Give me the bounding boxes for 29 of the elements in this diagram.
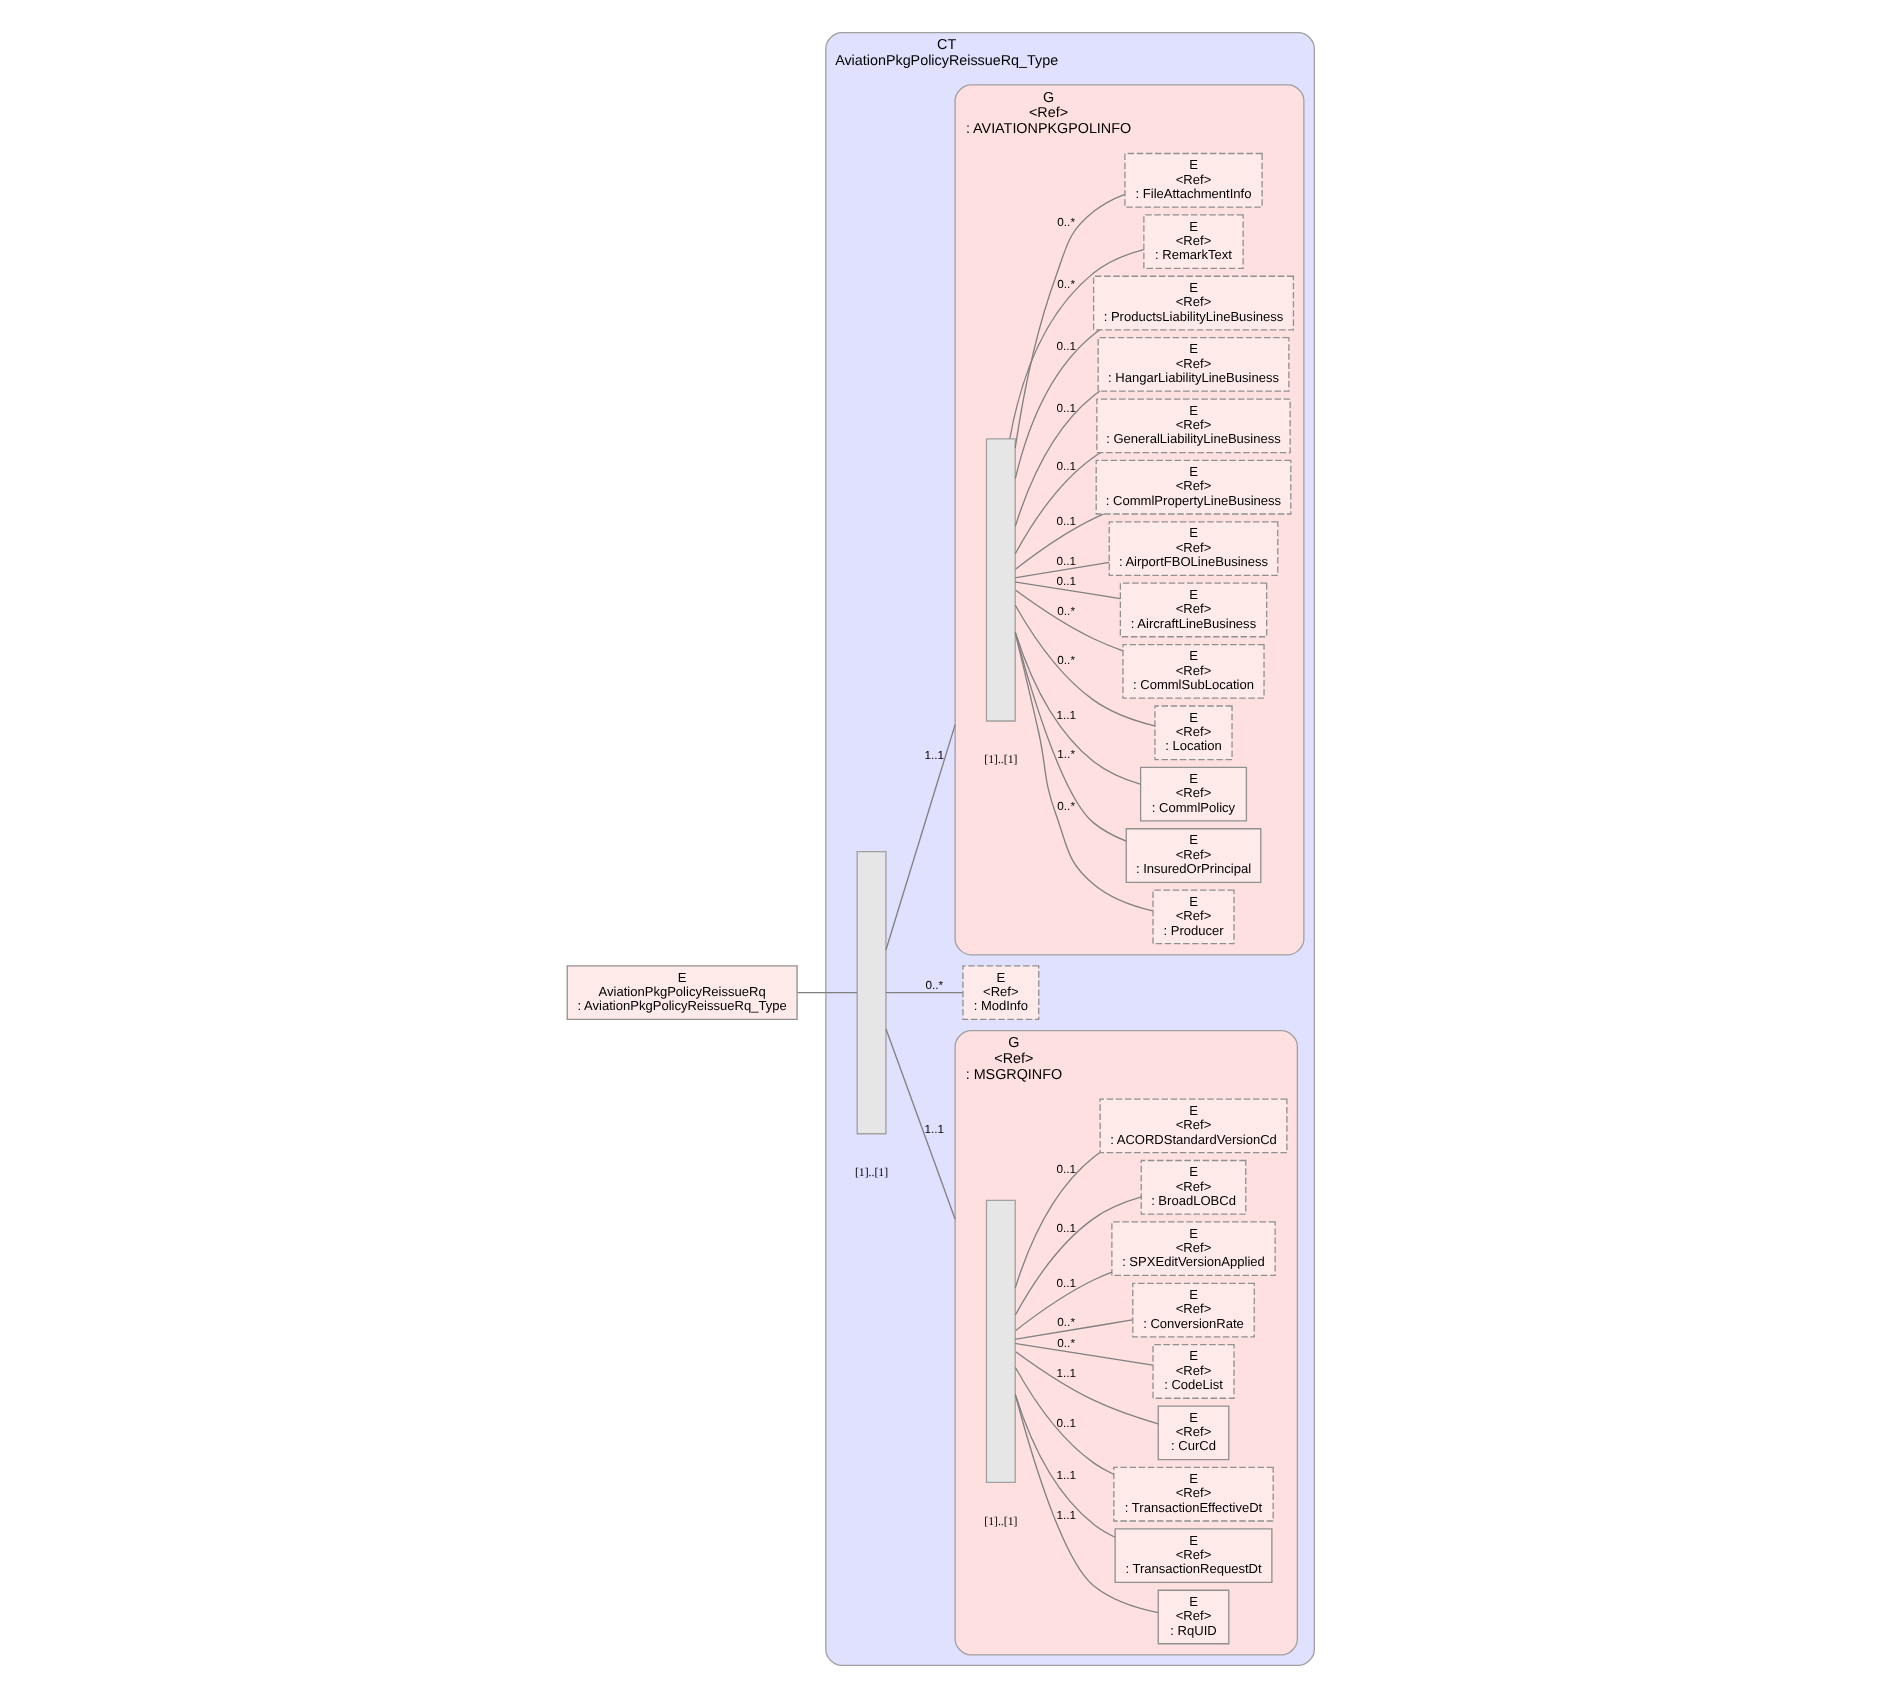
connector <box>1013 329 1100 480</box>
connector <box>1013 632 1126 842</box>
node-bar <box>855 850 886 1135</box>
connector <box>1013 1196 1141 1316</box>
connector <box>1013 604 1155 727</box>
connector <box>795 992 857 994</box>
connector <box>1013 193 1125 449</box>
connector <box>1013 1394 1115 1538</box>
connector <box>1014 513 1104 570</box>
connector <box>1013 452 1101 555</box>
connector <box>1013 632 1153 912</box>
connector <box>1013 1366 1114 1475</box>
connector <box>1008 248 1144 440</box>
connector <box>1013 1393 1158 1614</box>
connector <box>1013 631 1140 785</box>
connector <box>1013 1319 1132 1340</box>
connector <box>1014 1351 1158 1425</box>
connector <box>1013 1152 1100 1289</box>
connector <box>884 723 955 951</box>
connector <box>1013 1342 1153 1366</box>
connector <box>1014 589 1123 652</box>
connector <box>884 1028 955 1220</box>
connector <box>1014 1271 1112 1332</box>
connector <box>1013 390 1100 528</box>
node-bar <box>984 438 1015 722</box>
connector <box>884 992 963 994</box>
node-bar <box>984 1199 1015 1484</box>
connector <box>1013 561 1109 579</box>
connector <box>1013 581 1120 600</box>
